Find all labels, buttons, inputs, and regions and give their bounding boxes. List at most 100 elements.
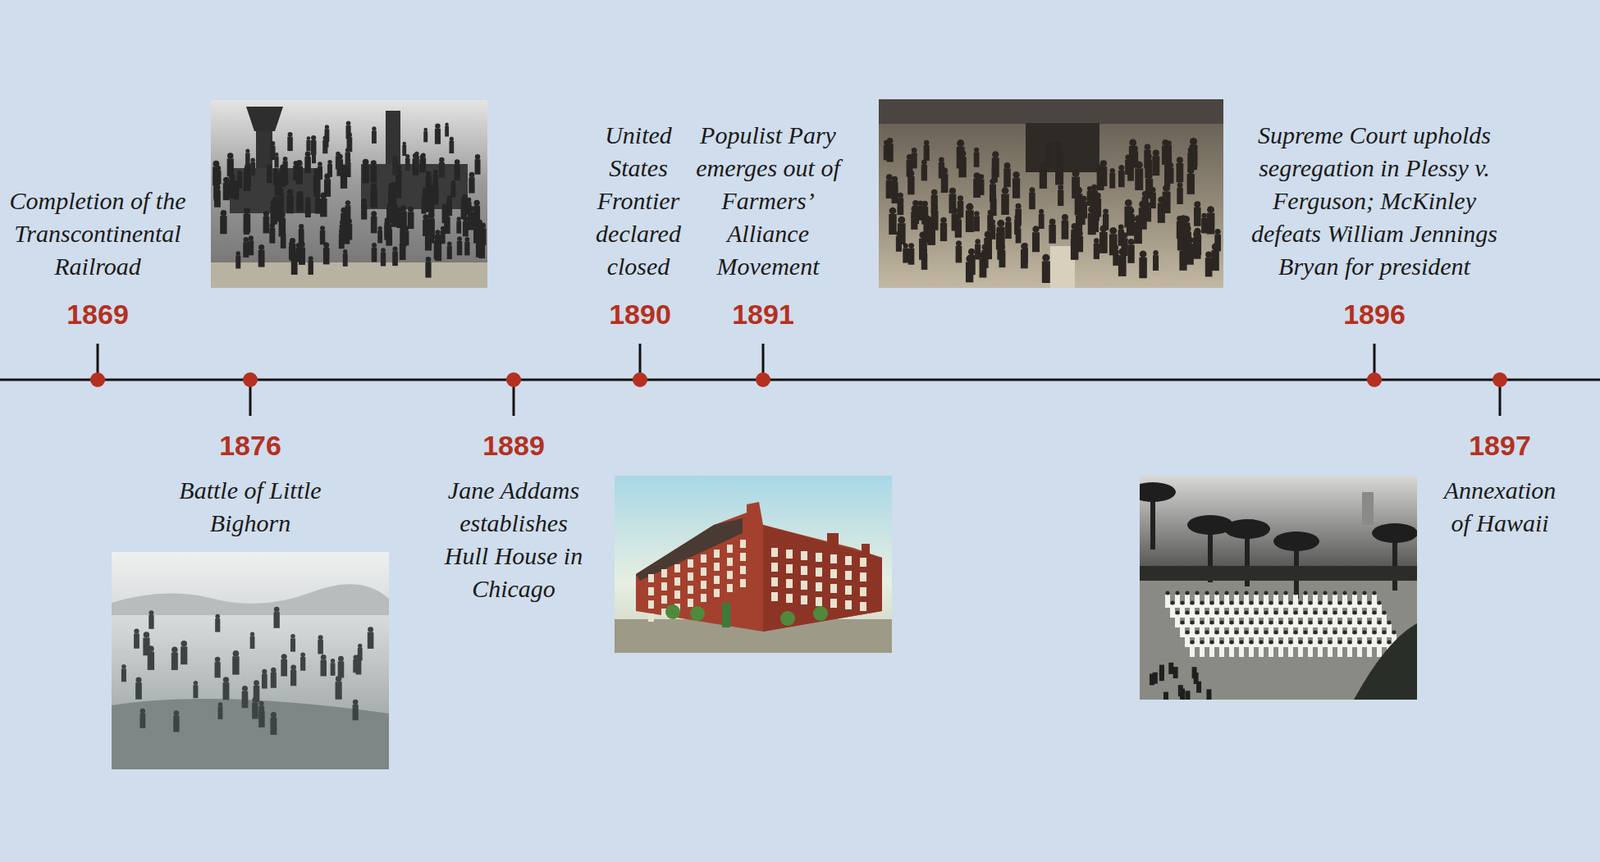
crowd-figure bbox=[250, 162, 256, 176]
soldier-head bbox=[1259, 601, 1264, 606]
crowd-head bbox=[1005, 216, 1011, 223]
crowd-head bbox=[318, 635, 324, 640]
soldier bbox=[1238, 624, 1244, 638]
soldier-head bbox=[1357, 621, 1363, 626]
crowd-figure bbox=[432, 186, 439, 202]
crowd-head bbox=[223, 676, 229, 683]
crowd-head bbox=[941, 167, 948, 174]
soldier-head bbox=[1313, 630, 1318, 636]
soldier-head bbox=[1264, 611, 1269, 616]
soldier-head bbox=[1377, 621, 1382, 626]
crowd-figure bbox=[304, 156, 311, 174]
crowd-figure bbox=[1014, 219, 1020, 235]
crowd-head bbox=[377, 226, 382, 231]
tower bbox=[1362, 492, 1374, 526]
crowd-head bbox=[356, 654, 362, 660]
window bbox=[661, 582, 668, 591]
soldier bbox=[1263, 594, 1269, 608]
crowd-head bbox=[931, 189, 938, 197]
crowd-figure bbox=[370, 189, 377, 209]
soldier-head bbox=[1289, 621, 1294, 626]
crowd-figure bbox=[219, 215, 227, 234]
crowd-figure bbox=[283, 172, 288, 186]
crowd-figure bbox=[974, 244, 981, 261]
soldier-head bbox=[1205, 611, 1210, 616]
crowd-head bbox=[908, 169, 915, 177]
crowd-head bbox=[402, 141, 406, 146]
crowd-figure bbox=[978, 179, 984, 196]
crowd-head bbox=[1020, 242, 1028, 250]
crowd-head bbox=[978, 173, 985, 180]
window bbox=[786, 564, 793, 574]
crowd-head bbox=[1128, 238, 1135, 246]
soldier bbox=[1283, 594, 1289, 608]
crowd-head bbox=[425, 227, 431, 234]
crowd-figure bbox=[1165, 145, 1172, 160]
crowd-figure bbox=[135, 682, 142, 700]
soldier bbox=[1209, 644, 1215, 658]
crowd-head bbox=[1087, 186, 1093, 192]
crowd-head bbox=[1145, 172, 1152, 179]
crowd-figure bbox=[402, 145, 407, 156]
timeline-dot bbox=[506, 372, 522, 388]
crowd-head bbox=[135, 676, 142, 683]
soldier-head bbox=[1205, 630, 1210, 636]
soldier-head bbox=[1353, 630, 1358, 636]
soldier bbox=[1219, 644, 1225, 658]
window bbox=[661, 569, 668, 578]
soldier-head bbox=[1220, 601, 1225, 606]
soldier-head bbox=[1229, 601, 1235, 606]
crowd-figure bbox=[121, 668, 127, 682]
photo-ground bbox=[111, 552, 389, 770]
crowd-figure bbox=[308, 260, 314, 275]
crowd-head bbox=[1165, 140, 1171, 146]
crowd-figure bbox=[1109, 173, 1116, 189]
crowd-head bbox=[425, 170, 432, 177]
crowd-figure bbox=[214, 662, 221, 678]
crowd-figure bbox=[261, 674, 268, 690]
crowd-head bbox=[931, 205, 938, 212]
window bbox=[786, 594, 793, 604]
ground bbox=[210, 262, 488, 288]
crowd-figure bbox=[902, 248, 909, 264]
crowd-figure bbox=[133, 634, 140, 650]
crowd-head bbox=[1072, 169, 1080, 178]
soldier-head bbox=[1279, 621, 1284, 626]
event-description: Annexation of Hawaii bbox=[1435, 474, 1564, 540]
crowd-figure bbox=[955, 246, 963, 263]
crowd-head bbox=[968, 248, 975, 256]
crowd-figure bbox=[438, 162, 445, 179]
soldier bbox=[1307, 624, 1313, 638]
window bbox=[786, 549, 793, 559]
soldier-head bbox=[1318, 621, 1323, 626]
crowd-head bbox=[305, 150, 311, 157]
soldier-head bbox=[1313, 591, 1318, 596]
soldier bbox=[1376, 624, 1382, 638]
crowd-head bbox=[1012, 171, 1020, 179]
photo-ground bbox=[614, 475, 892, 654]
crowd-head bbox=[253, 680, 260, 686]
window bbox=[726, 544, 733, 554]
crowd-head bbox=[1133, 214, 1142, 223]
soldier bbox=[1337, 604, 1343, 618]
crowd-figure bbox=[423, 131, 428, 142]
crowd-head bbox=[370, 182, 378, 190]
crowd-head bbox=[896, 231, 902, 238]
soldier bbox=[1229, 644, 1235, 658]
soldier bbox=[1209, 624, 1215, 638]
soldier bbox=[1362, 614, 1367, 628]
crowd-head bbox=[1118, 224, 1125, 231]
soldier-head bbox=[1215, 591, 1220, 596]
year-label: 1869 bbox=[66, 297, 129, 331]
soldier-head bbox=[1357, 601, 1363, 606]
soldier-head bbox=[1249, 640, 1254, 645]
battle-engraving bbox=[111, 552, 389, 770]
crowd-head bbox=[957, 195, 964, 202]
crowd-head bbox=[396, 180, 402, 186]
hull-house-postcard bbox=[614, 475, 892, 654]
crowd-head bbox=[940, 217, 947, 224]
crowd-head bbox=[283, 167, 289, 173]
crowd-head bbox=[973, 210, 979, 216]
crowd-figure bbox=[1201, 218, 1207, 234]
building-top bbox=[878, 99, 1224, 124]
